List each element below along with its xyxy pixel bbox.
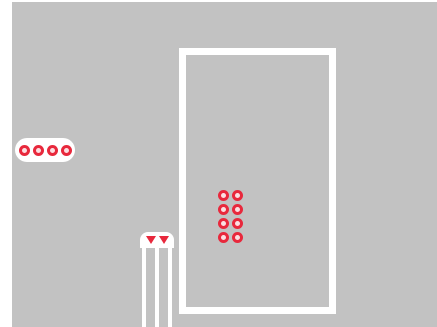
- red-token-icon[interactable]: [19, 145, 30, 156]
- triangle-down-icon: [146, 236, 156, 244]
- red-token-icon[interactable]: [232, 218, 243, 229]
- red-token-icon[interactable]: [232, 232, 243, 243]
- wicket-stump: [155, 246, 159, 327]
- field-rectangle: [179, 48, 336, 314]
- red-token-icon[interactable]: [232, 190, 243, 201]
- triangle-down-icon: [159, 236, 169, 244]
- game-board: [12, 2, 437, 327]
- red-token-icon[interactable]: [218, 232, 229, 243]
- wicket-stump: [168, 246, 172, 327]
- red-token-icon[interactable]: [47, 145, 58, 156]
- horizontal-token-group[interactable]: [15, 138, 75, 162]
- red-token-icon[interactable]: [218, 190, 229, 201]
- red-token-icon[interactable]: [61, 145, 72, 156]
- wicket[interactable]: [140, 232, 174, 327]
- wicket-stump: [142, 246, 146, 327]
- vertical-token-group[interactable]: [218, 190, 244, 243]
- red-token-icon[interactable]: [218, 218, 229, 229]
- wicket-cap: [140, 232, 174, 248]
- red-token-icon[interactable]: [218, 204, 229, 215]
- red-token-icon[interactable]: [33, 145, 44, 156]
- red-token-icon[interactable]: [232, 204, 243, 215]
